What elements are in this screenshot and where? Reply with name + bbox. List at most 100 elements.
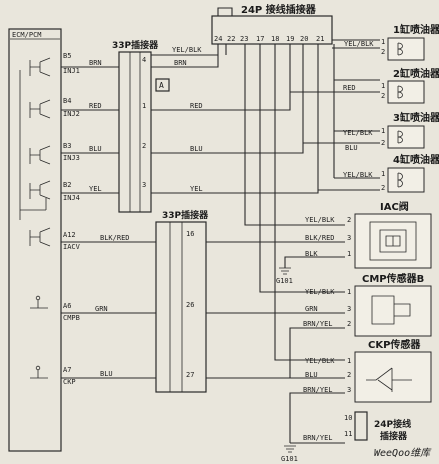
iac-pin-1: 1 [347,250,351,258]
injector-3-pin-1: 1 [381,127,385,135]
ecm-pin-a6: A6 [63,302,71,310]
c24p-pin-19: 19 [286,35,294,43]
ckp-label: CKP传感器 [368,338,421,351]
c24p-bottom-label-2: 插接器 [380,430,408,442]
wiring [61,7,380,444]
cmp-pin-3: 3 [347,305,351,313]
ckp-pin-1: 1 [347,357,351,365]
wire-label-red-mid: RED [190,102,203,110]
wire-label-yelblk-iac: YEL/BLK [305,216,335,224]
injector-4-pin-2: 2 [381,184,385,192]
wire-label-yelblk-top: YEL/BLK [172,46,202,54]
ground-symbols [279,267,296,453]
wire-label-yel-left: YEL [89,185,102,193]
ecm-pin-inj2: INJ2 [63,110,80,118]
c24p-bottom-pin-10: 10 [344,414,352,422]
wire-label-blu-mid: BLU [190,145,203,153]
c33p-bottom-pin-16: 16 [186,230,194,238]
ecm-pin-iacv: IACV [63,243,81,251]
wire-label-blk-iac: BLK [305,250,318,258]
injector-1-pin-2: 2 [381,48,385,56]
wire-label-yelblk-inj4: YEL/BLK [343,171,373,179]
iac-pin-3: 3 [347,234,351,242]
wire-label-brn-left: BRN [89,59,102,67]
ckp-pin-2: 2 [347,371,351,379]
ecm-drivers [19,57,51,379]
injector-4-body [387,167,425,193]
injector-2-pin-1: 1 [381,82,385,90]
c33p-bottom-body [155,221,207,393]
injector-1-body [387,37,425,61]
ecm-pin-cmpb: CMPB [63,314,80,322]
c33p-bottom-pin-26: 26 [186,301,194,309]
ecm-block [8,28,62,452]
injector-3-pin-2: 2 [381,139,385,147]
ecm-pin-b3: B3 [63,142,71,150]
wire-label-grn-left: GRN [95,305,108,313]
wire-label-yelblk-inj1: YEL/BLK [344,40,374,48]
wire-label-blkred-iac: BLK/RED [305,234,335,242]
ecm-pin-a7: A7 [63,366,71,374]
wire-label-brn-mid: BRN [174,59,187,67]
ecm-pin-inj1: INJ1 [63,67,80,75]
wire-label-grn-cmp: GRN [305,305,318,313]
ground-label-1: G101 [276,277,293,285]
wire-label-blu-inj3: BLU [345,144,358,152]
wire-label-blkred-left: BLK/RED [100,234,130,242]
box-a-label: A [159,81,164,90]
injector-2-label: 2缸喷油器 [393,67,439,80]
wire-label-brnyel-bottom: BRN/YEL [303,434,333,442]
wire-label-brnyel-ckp: BRN/YEL [303,386,333,394]
iac-label: IAC阀 [380,200,409,213]
wire-label-yelblk-inj3: YEL/BLK [343,129,373,137]
c24p-pin-20: 20 [300,35,308,43]
ecm-pin-b4: B4 [63,97,71,105]
ckp-body [354,351,432,403]
iac-inner [369,221,417,261]
injector-3-label: 3缸喷油器 [393,111,439,124]
c33p-top-pin-3: 3 [142,181,146,189]
c24p-bottom-body [354,411,368,441]
ground-label-2: G101 [281,455,298,463]
cmp-pin-2: 2 [347,320,351,328]
c24p-bottom-label-1: 24P接线 [374,418,411,430]
wire-label-yel-mid: YEL [190,185,203,193]
ecm-pin-ckp: CKP [63,378,76,386]
injector-4-pin-1: 1 [381,170,385,178]
c24p-pin-22: 22 [227,35,235,43]
ckp-pin-3: 3 [347,386,351,394]
wire-label-red-left: RED [89,102,102,110]
c33p-top-pin-1: 1 [142,102,146,110]
c33p-bottom-title: 33P插接器 [162,209,209,221]
box-a [155,78,170,92]
c33p-top-pin-4: 4 [142,56,146,64]
ecm-pin-b5: B5 [63,52,71,60]
c24p-pin-17: 17 [256,35,264,43]
cmp-body [354,285,432,337]
c24p-pin-24: 24 [214,35,222,43]
injector-2-pin-2: 2 [381,92,385,100]
c24p-pin-23: 23 [240,35,248,43]
c33p-bottom-pin-27: 27 [186,371,194,379]
wire-label-yelblk-ckp: YEL/BLK [305,357,335,365]
ecm-pin-inj3: INJ3 [63,154,80,162]
wire-label-red-inj2: RED [343,84,356,92]
watermark: WeeQoo维库 [374,447,432,459]
wire-label-brnyel-cmp: BRN/YEL [303,320,333,328]
c33p-top-pin-2: 2 [142,142,146,150]
c24p-title: 24P 接线插接器 [241,3,317,16]
wire-label-blu-ckp2: BLU [305,371,318,379]
injector-3-body [387,125,425,149]
c24p-body [211,15,333,45]
wire-label-blu-left: BLU [89,145,102,153]
wire-label-blu-ckp: BLU [100,370,113,378]
ecm-pin-a12: A12 [63,231,76,239]
injector-2-body [387,80,425,104]
c33p-top-body [118,51,152,213]
c24p-pin-18: 18 [271,35,279,43]
injector-1-pin-1: 1 [381,38,385,46]
wire-label-yelblk-cmp: YEL/BLK [305,288,335,296]
c33p-top-title: 33P插接器 [112,39,159,51]
ecm-label: ECM/PCM [12,31,42,39]
